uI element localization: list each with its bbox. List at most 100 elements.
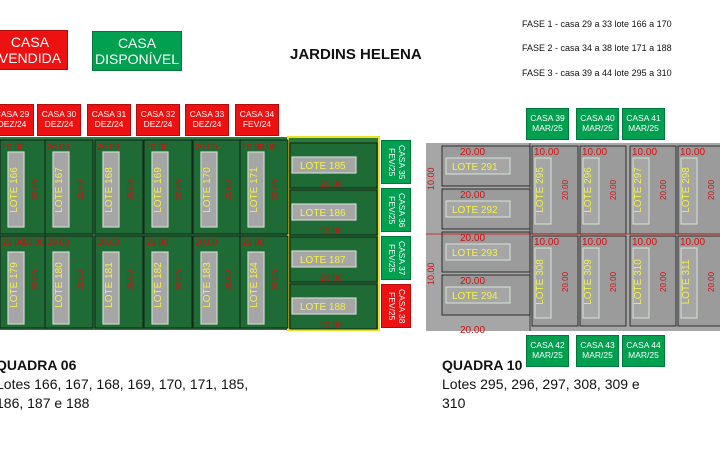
dim-width: 20.00 <box>2 237 25 247</box>
house-tag-q10-top-1: CASA 40 MAR/25 <box>576 108 619 140</box>
dim-width: 20.00 <box>320 226 343 236</box>
dim-depth: 20.00 <box>271 269 280 290</box>
dim-depth: 20.00 <box>271 179 280 200</box>
lot-q06-top-0: LOTE 166 <box>0 139 49 235</box>
dim-depth: 20.00 <box>126 269 135 290</box>
lot-q06-top-1: LOTE 167 <box>44 139 94 235</box>
dim-depth: 20.00 <box>561 179 570 200</box>
lot-label: LOTE 291 <box>452 162 498 173</box>
svg-text:20.00: 20.00 <box>460 325 485 336</box>
dim-depth: 20.00 <box>175 179 184 200</box>
quadra10-title: QUADRA 10 <box>442 357 523 373</box>
dim-width: 20.00 <box>320 179 343 189</box>
page-title: JARDINS HELENA <box>290 46 422 63</box>
dim-front: 10.00 <box>680 237 705 248</box>
dim-width: 20.00 <box>146 142 169 152</box>
dim-width: 20.00 <box>97 142 120 152</box>
dim-width: 20.00 <box>460 233 485 244</box>
lot-label: LOTE 183 <box>202 262 213 308</box>
lot-q06-right-3: LOTE 188 <box>289 283 378 330</box>
lot-q06-right-1: LOTE 186 <box>289 189 378 236</box>
lot-label: LOTE 308 <box>535 259 546 305</box>
house-tag-q10-bottom-0: CASA 42 MAR/25 <box>526 335 569 367</box>
lot-label: LOTE 311 <box>681 259 692 304</box>
lot-q06-top-2: LOTE 168 <box>94 139 144 235</box>
lot-label: LOTE 186 <box>300 208 346 219</box>
lot-q06-bottom-1: LOTE 180 <box>44 235 94 329</box>
dim-depth: 20.00 <box>659 179 668 200</box>
lot-q10-left-1: LOTE 292 <box>441 188 531 230</box>
lot-label: LOTE 182 <box>153 262 164 308</box>
dim-front: 10.00 <box>534 237 559 248</box>
house-tag-q06-top-2: CASA 31 DEZ/24 <box>87 104 131 136</box>
lot-q10-bottom-1: LOTE 309 <box>579 235 627 327</box>
lot-label: LOTE 309 <box>583 259 594 305</box>
lot-q06-bottom-0: LOTE 179 <box>0 235 49 329</box>
lot-label: LOTE 166 <box>9 167 20 213</box>
house-tag-q10-top-2: CASA 41 MAR/25 <box>622 108 665 140</box>
dim-depth: 20.00 <box>609 179 618 200</box>
phase-2: FASE 2 - casa 34 a 38 lote 171 a 188 <box>522 43 672 53</box>
dim-front: 10.00 <box>680 147 705 158</box>
lot-label: LOTE 298 <box>681 167 692 213</box>
dim-depth: 20.00 <box>561 271 570 292</box>
dim-depth: 20.00 <box>224 179 233 200</box>
lot-q10-top-3: LOTE 298 <box>677 145 720 235</box>
dim-width: 20.00 <box>242 142 265 152</box>
dim-width: 20.00 <box>460 190 485 201</box>
quadra10-desc: Lotes 295, 296, 297, 308, 309 e 310 <box>442 376 640 411</box>
house-tag-q06-top-5: CASA 34 FEV/24 <box>235 104 279 136</box>
lot-q10-bottom-2: LOTE 310 <box>629 235 677 327</box>
lot-q10-bottom-0: LOTE 308 <box>531 235 579 327</box>
lot-q10-top-0: LOTE 295 <box>531 145 579 235</box>
house-tag-q10-bottom-1: CASA 43 MAR/25 <box>576 335 619 367</box>
lot-label: LOTE 293 <box>452 248 498 259</box>
lot-q10-left-2: LOTE 293 <box>441 231 531 273</box>
house-tag-q06-top-3: CASA 32 DEZ/24 <box>136 104 180 136</box>
lot-label: LOTE 297 <box>633 167 644 213</box>
dim-width: 20.00 <box>97 237 120 247</box>
house-tag-q06-top-4: CASA 33 DEZ/24 <box>185 104 229 136</box>
lot-q06-bottom-4: LOTE 183 <box>192 235 242 329</box>
svg-text:10.00: 10.00 <box>426 262 436 285</box>
house-tag-q06-top-1: CASA 30 DEZ/24 <box>37 104 81 136</box>
lot-label: LOTE 187 <box>300 255 346 266</box>
legend-available: CASA DISPONÍVEL <box>92 31 182 71</box>
house-tag-q06-side-2: CASA 37 FEV/25 <box>381 236 411 280</box>
legend-sold: CASA VENDIDA <box>0 30 68 70</box>
quadra06-desc: Lotes 166, 167, 168, 169, 170, 171, 185,… <box>0 376 249 411</box>
house-tag-q10-bottom-2: CASA 44 MAR/25 <box>622 335 665 367</box>
lot-label: LOTE 184 <box>249 262 260 308</box>
lot-label: LOTE 310 <box>633 259 644 305</box>
house-tag-q06-side-1: CASA 36 FEV/25 <box>381 188 411 232</box>
lot-label: LOTE 167 <box>54 167 65 213</box>
svg-text:10.00: 10.00 <box>22 237 45 247</box>
dim-front: 10.00 <box>582 237 607 248</box>
dim-width: 20.00 <box>320 320 343 330</box>
lot-label: LOTE 169 <box>153 167 164 213</box>
lot-q10-top-1: LOTE 296 <box>579 145 627 235</box>
lot-q06-top-3: LOTE 169 <box>143 139 193 235</box>
lot-label: LOTE 185 <box>300 161 346 172</box>
dim-depth: 20.00 <box>707 179 716 200</box>
lot-q06-bottom-2: LOTE 181 <box>94 235 144 329</box>
dim-depth: 20.00 <box>659 271 668 292</box>
lot-label: LOTE 171 <box>249 167 260 213</box>
lot-q06-bottom-3: LOTE 182 <box>143 235 193 329</box>
dim-width: 20.00 <box>2 142 25 152</box>
dim-width: 20.00 <box>146 237 169 247</box>
legend-available-label: CASA DISPONÍVEL <box>94 34 180 67</box>
lot-label: LOTE 168 <box>104 167 115 213</box>
svg-text:20.00: 20.00 <box>254 142 277 152</box>
dim-front: 10.00 <box>534 147 559 158</box>
dim-width: 20.00 <box>47 142 70 152</box>
lot-q10-left-3: LOTE 294 <box>441 274 531 316</box>
lot-q06-right-2: LOTE 187 <box>289 236 378 283</box>
lot-q06-right-0: LOTE 185 <box>289 142 378 189</box>
phase-3: FASE 3 - casa 39 a 44 lote 295 a 310 <box>522 68 672 78</box>
lot-q10-bottom-3: LOTE 311 <box>677 235 720 327</box>
lot-q06-top-5: LOTE 171 <box>239 139 289 235</box>
dim-width: 20.00 <box>460 276 485 287</box>
dim-front: 10.00 <box>582 147 607 158</box>
